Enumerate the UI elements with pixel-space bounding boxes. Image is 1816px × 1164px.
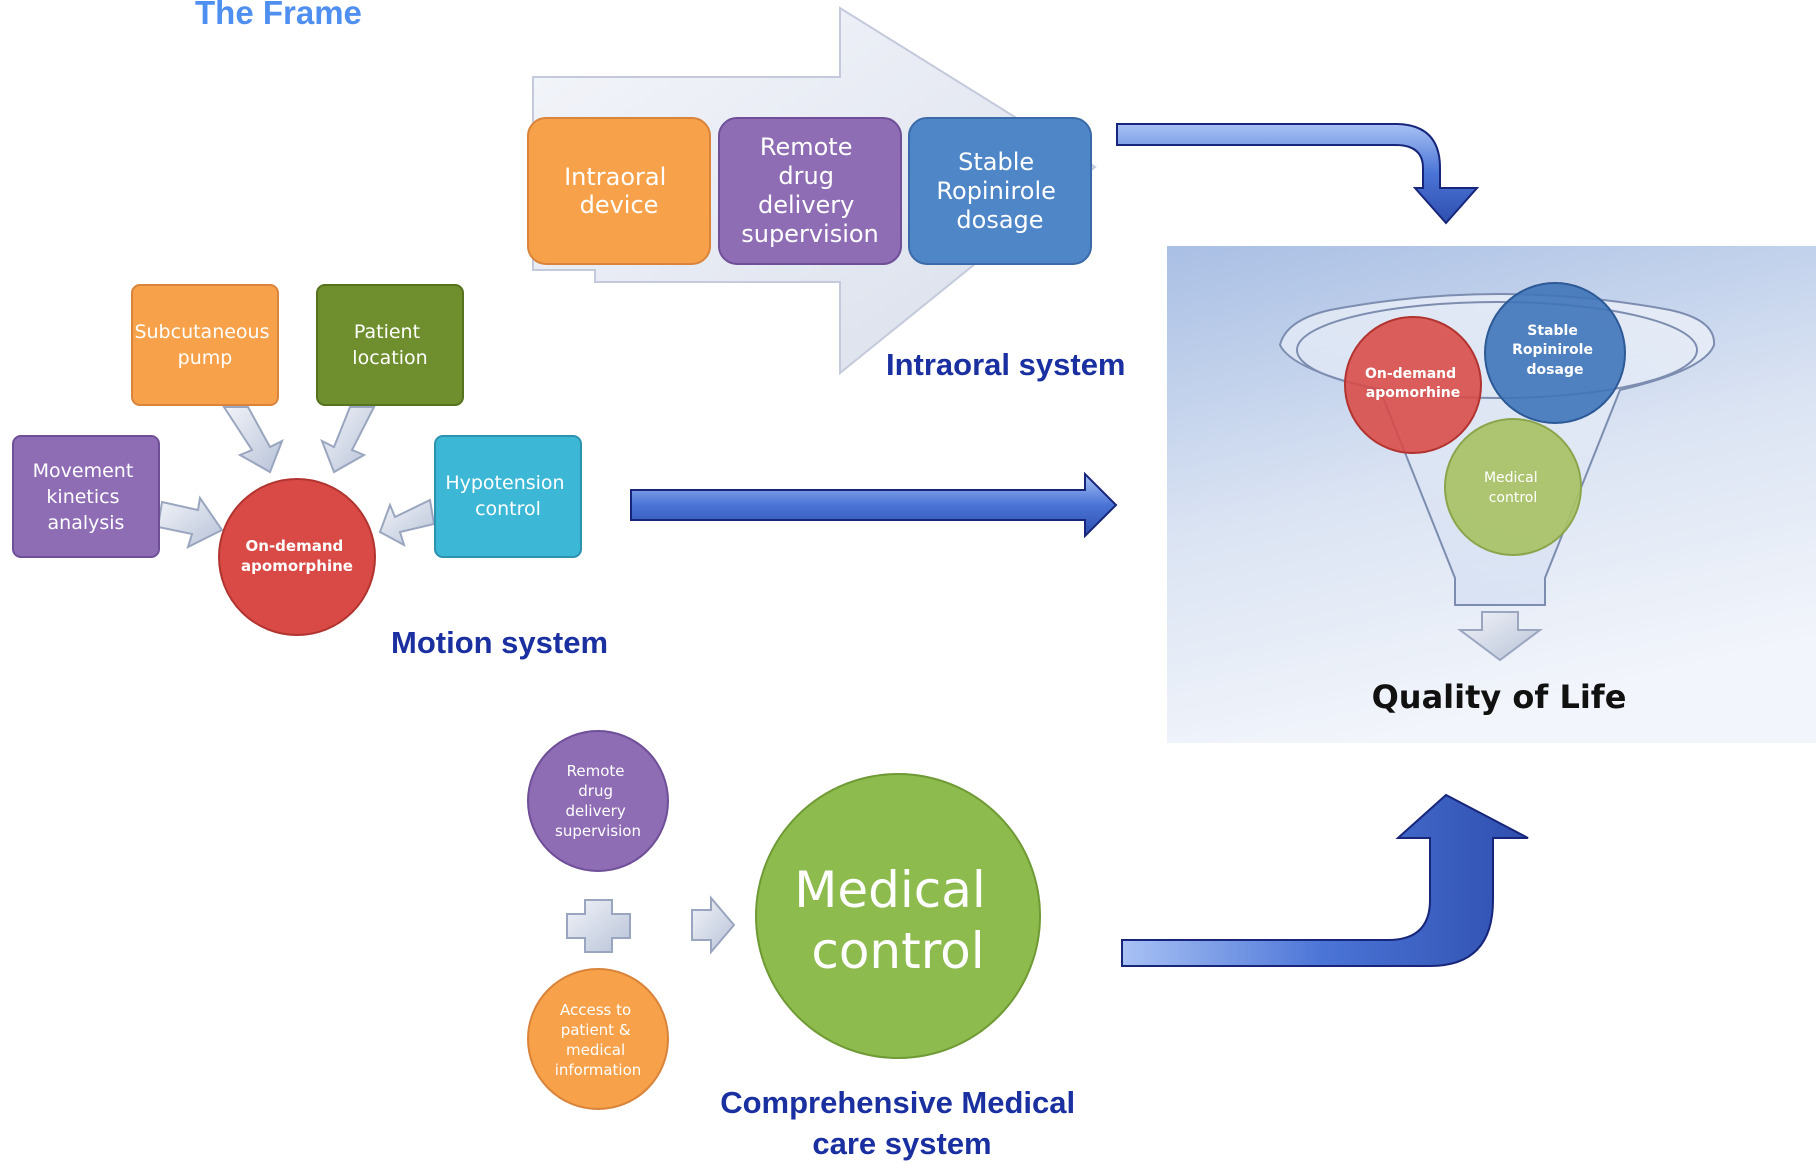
motion-box-hypotension: Hypotension control <box>434 435 582 558</box>
circle-label: Medical control <box>794 861 1001 980</box>
circle-label: Medical control <box>1484 470 1542 506</box>
center-label: On-demand apomorphine <box>241 537 353 575</box>
connector-arrow-middle <box>630 471 1118 539</box>
intraoral-box-ropinirole: Stable Ropinirole dosage <box>908 117 1092 265</box>
motion-caption: Motion system <box>391 625 608 660</box>
motion-arrow-pump <box>222 406 284 474</box>
medical-input-supervision: Remote drug delivery supervision <box>527 730 669 872</box>
medical-caption: Comprehensive Medical care system <box>720 1085 1084 1161</box>
motion-system: Subcutaneous pump Patient location Movem… <box>12 284 608 660</box>
funnel-circle-medical: Medical control <box>1444 418 1582 556</box>
medical-arrow-icon <box>691 895 736 955</box>
plus-icon <box>566 899 631 953</box>
box-label: Patient location <box>352 321 427 369</box>
circle-label: Remote drug delivery supervision <box>555 762 641 840</box>
circle-label: Stable Ropinirole dosage <box>1512 323 1598 378</box>
motion-box-movement: Movement kinetics analysis <box>12 435 160 558</box>
quality-of-life-panel: On-demand apomorhine Stable Ropinirole d… <box>1167 246 1816 743</box>
funnel-down-arrow-icon <box>1457 611 1543 662</box>
intraoral-caption: Intraoral system <box>886 347 1126 382</box>
medical-control-circle: Medical control <box>755 773 1041 1059</box>
box-label: Hypotension control <box>445 472 570 520</box>
motion-center-apomorphine: On-demand apomorphine <box>218 478 376 636</box>
box-label: Movement kinetics analysis <box>33 460 140 534</box>
motion-arrow-movement <box>156 495 224 549</box>
medical-input-access: Access to patient & medical information <box>527 968 669 1110</box>
connector-arrow-bottom <box>1121 793 1529 967</box>
intraoral-system: Intraoral device Remote drug delivery su… <box>527 6 1126 382</box>
medical-care-system: Remote drug delivery supervision Access … <box>527 730 1084 1161</box>
quality-of-life-label: Quality of Life <box>1372 678 1627 716</box>
intraoral-box-supervision: Remote drug delivery supervision <box>718 117 902 265</box>
funnel-circle-apomorphine: On-demand apomorhine <box>1344 316 1482 454</box>
box-label: Subcutaneous pump <box>134 321 275 369</box>
motion-box-pump: Subcutaneous pump <box>131 284 279 406</box>
intraoral-box-device: Intraoral device <box>527 117 711 265</box>
motion-box-location: Patient location <box>316 284 464 406</box>
box-label: Intraoral device <box>564 163 674 219</box>
box-label: Stable Ropinirole dosage <box>936 148 1063 234</box>
motion-arrow-hypotension <box>378 498 436 548</box>
connector-arrow-top <box>1116 123 1480 225</box>
circle-label: On-demand apomorhine <box>1365 366 1461 401</box>
page-title: The Frame <box>195 0 362 31</box>
circle-label: Access to patient & medical information <box>555 1001 642 1079</box>
motion-arrow-location <box>320 406 376 474</box>
box-label: Remote drug delivery supervision <box>741 133 879 248</box>
funnel-circle-ropinirole: Stable Ropinirole dosage <box>1484 282 1626 424</box>
